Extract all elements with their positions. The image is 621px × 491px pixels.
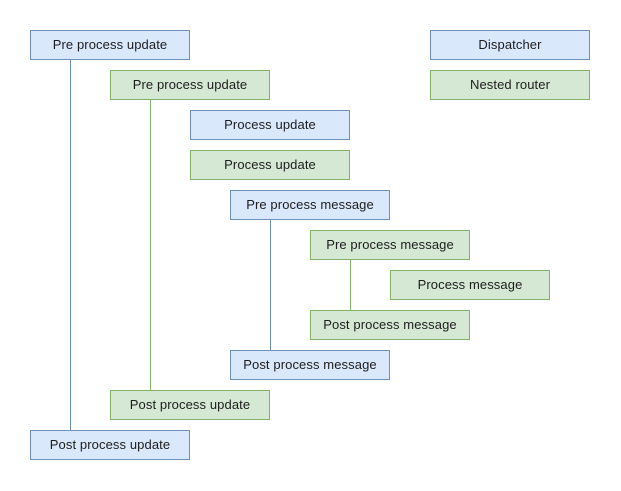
node-label: Pre process update (52, 37, 168, 53)
node-post-process-update-router[interactable]: Post process update (110, 390, 270, 420)
node-label: Pre process update (132, 77, 248, 93)
node-label: Process message (417, 277, 523, 293)
node-label: Post process update (49, 437, 171, 453)
node-label: Pre process message (326, 237, 454, 253)
legend-item-dispatcher[interactable]: Dispatcher (430, 30, 590, 60)
node-post-process-update-dispatcher[interactable]: Post process update (30, 430, 190, 460)
node-post-process-message-router[interactable]: Post process message (310, 310, 470, 340)
legend-item-label: Dispatcher (478, 37, 542, 53)
node-pre-process-message-dispatcher[interactable]: Pre process message (230, 190, 390, 220)
node-label: Post process message (323, 317, 457, 333)
node-post-process-message-dispatcher[interactable]: Post process message (230, 350, 390, 380)
edge-router-pre-process-update-to-post-process-update (150, 100, 151, 390)
node-label: Process update (224, 117, 316, 133)
node-process-message-router[interactable]: Process message (390, 270, 550, 300)
node-pre-process-update-dispatcher[interactable]: Pre process update (30, 30, 190, 60)
legend-item-label: Nested router (469, 77, 551, 93)
edge-router-pre-process-message-to-post-process-message (350, 260, 351, 310)
edge-pre-process-message-to-post-process-message (270, 220, 271, 350)
node-pre-process-update-router[interactable]: Pre process update (110, 70, 270, 100)
node-process-update-dispatcher[interactable]: Process update (190, 110, 350, 140)
edge-pre-process-update-to-post-process-update (70, 60, 71, 430)
legend-item-nested-router[interactable]: Nested router (430, 70, 590, 100)
node-label: Pre process message (246, 197, 374, 213)
node-label: Post process update (129, 397, 251, 413)
node-process-update-router[interactable]: Process update (190, 150, 350, 180)
node-label: Process update (224, 157, 316, 173)
node-pre-process-message-router[interactable]: Pre process message (310, 230, 470, 260)
node-label: Post process message (243, 357, 377, 373)
